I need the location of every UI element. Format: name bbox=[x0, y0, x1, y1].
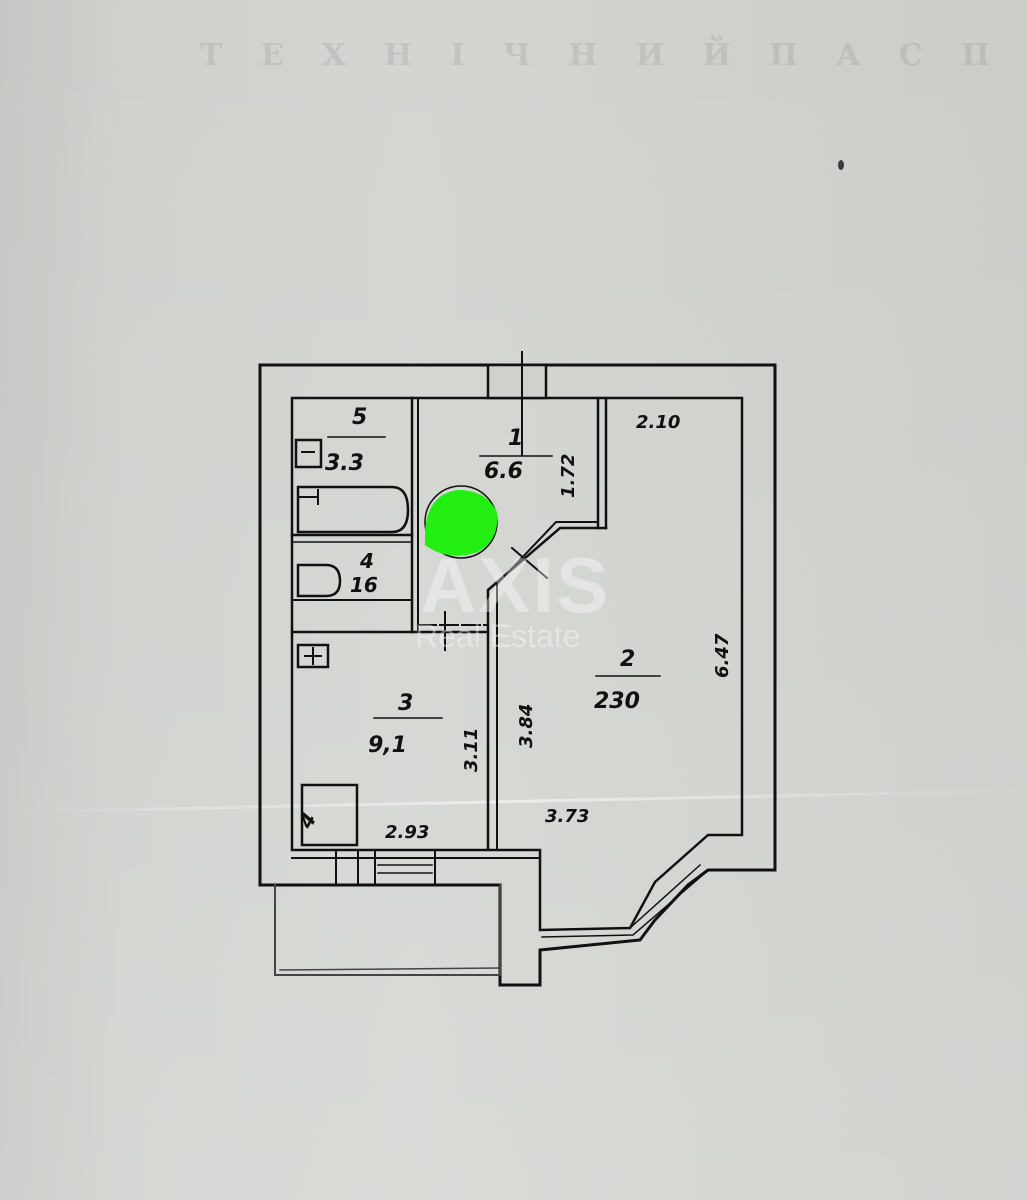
toilet bbox=[296, 563, 342, 598]
bleed-through-heading: Т Е Х Н І Ч Н И Й П А С П О Р Т bbox=[200, 38, 1027, 73]
bath-sink bbox=[294, 438, 323, 469]
balcony bbox=[274, 884, 501, 976]
watermark-brand: AXIS bbox=[420, 541, 611, 629]
stove bbox=[300, 783, 359, 847]
dim-2-10: 2.10 bbox=[636, 412, 680, 433]
bathtub bbox=[296, 485, 410, 534]
room-3-area: 9,1 bbox=[368, 733, 407, 758]
stove-mark: 4 bbox=[293, 808, 321, 833]
room-1-area: 6.6 bbox=[484, 459, 523, 484]
room-5-area: 3.3 bbox=[325, 451, 364, 476]
dim-3-84: 3.84 bbox=[516, 704, 537, 748]
room-1-number: 1 bbox=[508, 426, 523, 451]
room-4-number: 4 bbox=[359, 549, 374, 573]
room-3-number: 3 bbox=[398, 691, 413, 716]
dim-1-72: 1.72 bbox=[558, 454, 579, 498]
dim-6-47: 6.47 bbox=[712, 633, 733, 678]
dim-2-93: 2.93 bbox=[385, 822, 429, 843]
highlight-marker-fill bbox=[425, 490, 498, 556]
dim-3-73: 3.73 bbox=[545, 806, 589, 827]
room-4-area: 16 bbox=[350, 573, 378, 597]
ink-speck bbox=[838, 160, 844, 170]
top-window bbox=[486, 363, 548, 400]
dim-3-11: 3.11 bbox=[461, 728, 482, 772]
room-2-number: 2 bbox=[620, 647, 635, 672]
watermark-subtitle: Real Estate bbox=[415, 618, 581, 654]
room-2-area: 230 bbox=[594, 689, 640, 714]
room-5-number: 5 bbox=[352, 405, 367, 430]
sink bbox=[296, 643, 330, 669]
